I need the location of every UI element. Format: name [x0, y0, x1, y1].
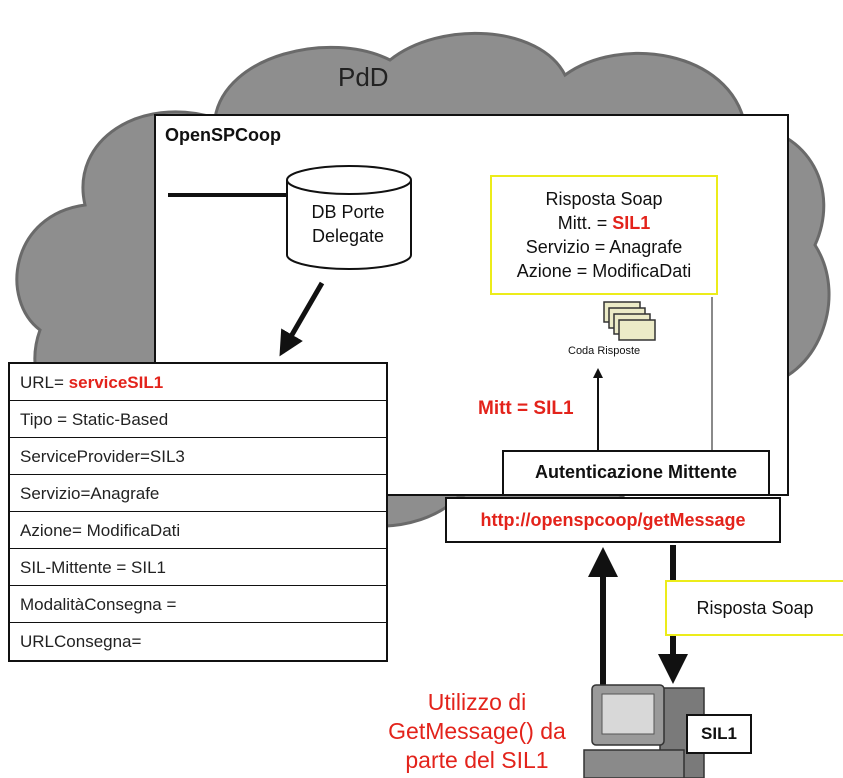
soap-response-title: Risposta Soap [545, 189, 663, 209]
url-value: serviceSIL1 [68, 373, 164, 392]
config-row-delivery-mode: ModalitàConsegna = [10, 586, 386, 623]
usage-caption-line: parte del SIL1 [405, 747, 549, 773]
soap-response-service: Servizio = Anagrafe [525, 237, 683, 257]
queue-label: Coda Risposte [568, 345, 641, 357]
client-label-box: SIL1 [686, 714, 752, 754]
database-label-line: Delegate [311, 226, 385, 246]
database-label: DB Porte Delegate [286, 200, 410, 248]
usage-caption-line: GetMessage() da [388, 718, 566, 744]
computer-icon [583, 684, 705, 778]
soap-response-box: Risposta Soap Mitt. = SIL1 Servizio = An… [490, 175, 718, 295]
config-row: Tipo = Static-Based [10, 401, 386, 438]
config-row: Servizio=Anagrafe [10, 475, 386, 512]
config-row-url: URL= serviceSIL1 [10, 364, 386, 401]
usage-caption-line: Utilizzo di [427, 689, 527, 715]
soap-reply-box: Risposta Soap [665, 580, 843, 636]
database-icon [286, 165, 412, 270]
sender-value: SIL1 [612, 213, 651, 233]
message-queue-icon [603, 301, 656, 341]
sender-authentication-box: Autenticazione Mittente [502, 450, 770, 496]
sender-label: Mitt = SIL1 [478, 398, 574, 419]
soap-response-sender: Mitt. = SIL1 [492, 211, 716, 235]
sender-prefix: Mitt. = [557, 213, 613, 233]
config-row-delivery-url: URLConsegna= [20, 632, 142, 651]
config-row: SIL-Mittente = SIL1 [10, 549, 386, 586]
config-row: Azione= ModificaDati [10, 512, 386, 549]
url-prefix: URL= [20, 373, 69, 392]
usage-caption: Utilizzo di GetMessage() da parte del SI… [362, 688, 592, 775]
db-to-table-arrow [279, 281, 325, 357]
soap-response-action: Azione = ModificaDati [516, 261, 692, 281]
cloud-title: PdD [338, 62, 389, 92]
delegate-port-config-table: URL= serviceSIL1 Tipo = Static-Based Ser… [8, 362, 388, 662]
database-label-line: DB Porte [311, 202, 385, 222]
container-title: OpenSPCoop [165, 125, 281, 145]
config-row: ServiceProvider=SIL3 [10, 438, 386, 475]
get-message-endpoint: http://openspcoop/getMessage [445, 497, 781, 543]
